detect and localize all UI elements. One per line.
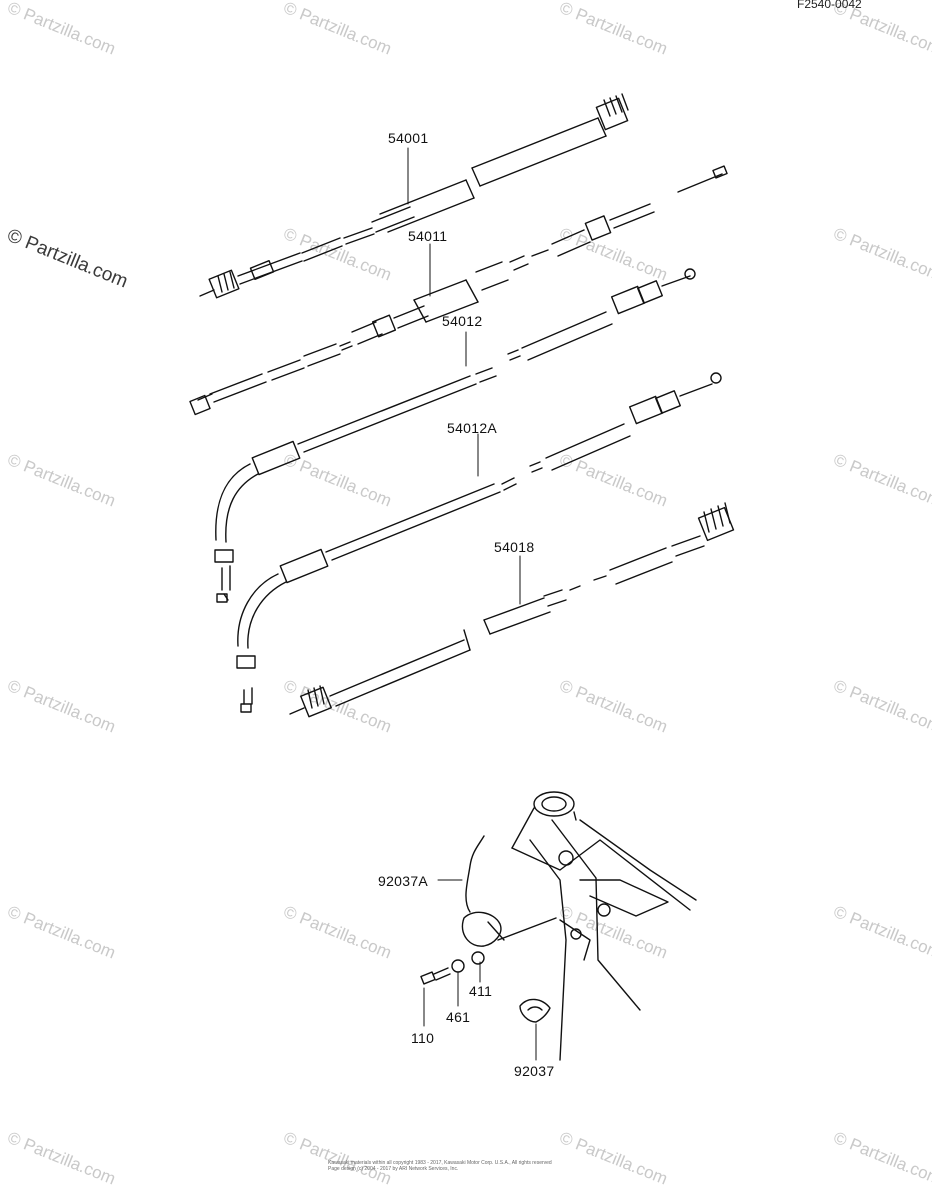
clamp-92037A — [461, 835, 505, 947]
part-label-461[interactable]: 461 — [446, 1009, 471, 1025]
part-label-110[interactable]: 110 — [411, 1030, 435, 1046]
cable-54011 — [189, 165, 728, 416]
diagram-code: F2540-0042 — [797, 0, 862, 11]
part-label-54001[interactable]: 54001 — [388, 130, 429, 146]
fastener-group — [420, 951, 485, 985]
cable-54018 — [289, 502, 735, 718]
cable-54012 — [214, 268, 696, 603]
part-label-54018[interactable]: 54018 — [494, 539, 535, 555]
part-label-92037A[interactable]: 92037A — [378, 873, 429, 889]
cable-54012A — [236, 372, 722, 713]
part-label-92037[interactable]: 92037 — [514, 1063, 555, 1079]
footer-line-1: Kawasaki materials within all copyright … — [328, 1160, 552, 1166]
footer-line-2: Page design (c) 2004 - 2017 by ARI Netwo… — [328, 1166, 459, 1172]
leader-lines — [407, 147, 537, 1061]
part-label-411[interactable]: 411 — [469, 983, 493, 999]
part-label-54012A[interactable]: 54012A — [447, 420, 498, 436]
frame-assembly — [497, 791, 697, 1061]
part-label-54012[interactable]: 54012 — [442, 313, 483, 329]
footer-copyright: Kawasaki materials within all copyright … — [328, 1160, 628, 1172]
part-label-54011[interactable]: 54011 — [408, 228, 448, 244]
cable-54001 — [199, 93, 629, 299]
clip-92037 — [519, 998, 551, 1023]
